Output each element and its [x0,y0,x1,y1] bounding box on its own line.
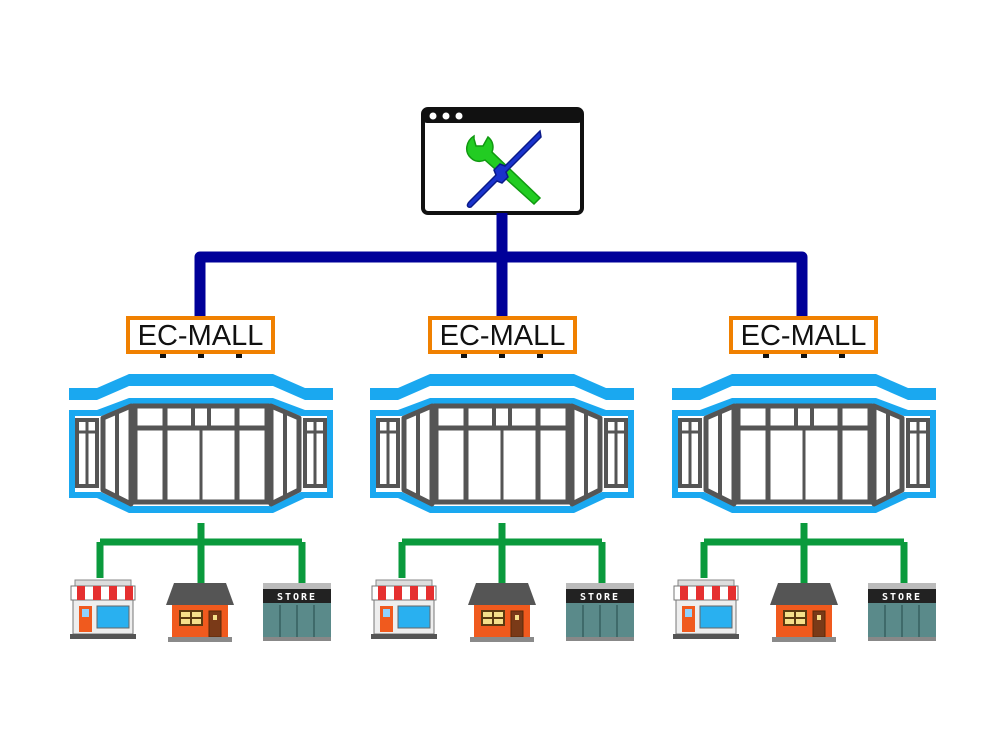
admin-links [194,213,808,318]
admin-window-titlebar [423,109,582,123]
awning-shop [69,579,137,640]
mall-store-links [96,515,306,585]
house-shop [769,582,839,643]
awning-shop [672,579,740,640]
mall-building [69,374,333,523]
mall-label: EC-MALL [440,320,566,352]
mall-label-box [126,316,275,354]
window-dot-icon [455,112,463,120]
admin-panel [421,107,584,215]
mall-building [672,374,936,523]
store-sign: STORE [882,592,922,603]
mall-label-box [729,316,878,354]
mall-node: EC-MALL STORE [672,316,937,643]
store-sign: STORE [580,592,620,603]
window-dot-icon [442,112,450,120]
admin-window [421,107,584,215]
store-sign: STORE [277,592,317,603]
mall-node: EC-MALL STORE [370,316,635,643]
admin-link-line [194,251,808,318]
store-building: STORE [867,582,937,642]
awning-shop [370,579,438,640]
store-building: STORE [262,582,332,642]
house-shop [165,582,235,643]
mall-label: EC-MALL [138,320,264,352]
mall-building [370,374,634,523]
store-building: STORE [565,582,635,642]
house-shop [467,582,537,643]
mall-store-links [700,515,908,585]
screwdriver-icon [466,129,542,208]
mall-label-box [428,316,577,354]
mall-node: EC-MALL STORE [69,316,333,643]
mall-store-links [398,515,606,585]
mall-label: EC-MALL [741,320,867,352]
wrench-screwdriver-icon [466,129,542,208]
window-dot-icon [429,112,437,120]
